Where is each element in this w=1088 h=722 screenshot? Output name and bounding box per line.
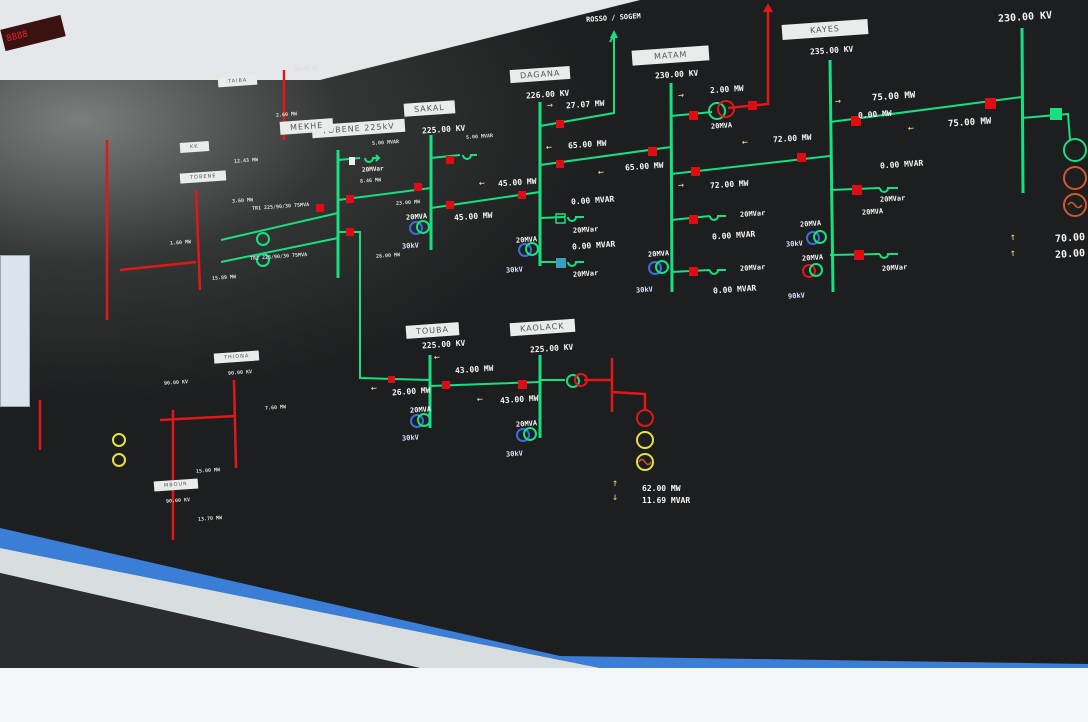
single-line-diagram <box>38 3 1087 540</box>
lv-label: 30kV <box>635 285 654 295</box>
arrow-down-icon: ↓ <box>612 492 619 503</box>
bus-kayes <box>828 59 835 293</box>
gen-kaolack-p: 62.00 MW <box>642 484 681 493</box>
ceiling-strip <box>0 0 640 80</box>
arrow-up-icon: ↑ <box>1009 231 1017 244</box>
breaker-open <box>555 213 566 224</box>
flow-arrow-left-icon: ← <box>478 177 486 190</box>
line-matam-red-out <box>727 8 770 110</box>
flow-arrow-right-icon: → <box>677 89 685 102</box>
breaker-closed-generator <box>1050 108 1062 120</box>
line-dagana-rosso <box>539 35 615 127</box>
flow-arrow-right-icon: → <box>834 95 842 108</box>
flow-arrow-left-icon: ← <box>741 136 749 149</box>
arrow-up-icon: ↑ <box>612 478 619 489</box>
flow-arrow-right-icon: → <box>677 179 685 192</box>
transformer-label: 20MVA <box>710 121 733 131</box>
transformers <box>112 100 1087 471</box>
breaker-open <box>349 157 355 165</box>
flow-arrow-right-icon: → <box>546 99 554 112</box>
lv-label: 30kV <box>401 433 420 443</box>
bus-matam <box>669 82 674 293</box>
transformer-label: 20MVA <box>799 219 822 229</box>
transformer-label: 20MVA <box>515 235 538 245</box>
breakers <box>316 98 996 389</box>
operator-dialog-window[interactable] <box>0 255 30 407</box>
gen-right-p: 70.00 <box>1054 231 1086 246</box>
line-right-gen <box>1021 112 1071 141</box>
lv-label: 30kV <box>505 265 524 275</box>
transformer-label: 20MVA <box>861 207 884 217</box>
flow-arrow-left-icon: ← <box>545 141 553 154</box>
lv-label: 90kV <box>787 291 806 301</box>
arrow-up-icon: ↑ <box>1009 247 1017 260</box>
lv-label: 30kV <box>401 241 420 251</box>
scada-wall-display: 8888 <box>0 0 1088 668</box>
transformer-label: 20MVA <box>515 419 538 429</box>
transformer-label: 20MVA <box>801 253 824 263</box>
flow-arrow-left-icon: ← <box>597 166 605 179</box>
transformer-label: 20MVA <box>405 212 428 222</box>
substation-label-kk: KK <box>179 141 209 153</box>
flow-arrow-left-icon: ← <box>476 393 484 406</box>
transformer-label: 20MVA <box>647 249 670 259</box>
breaker-maintenance <box>556 258 566 268</box>
reactors <box>364 154 898 275</box>
gen-right-q: 20.00 <box>1054 247 1086 262</box>
bus-right <box>1020 27 1025 194</box>
gen-kaolack-q: 11.69 MVAR <box>642 496 691 505</box>
flow-arrow-left-icon: ← <box>433 351 441 364</box>
lv-label: 30kV <box>505 449 524 459</box>
lv-label: 30kV <box>785 239 804 249</box>
flow-arrow-left-icon: ← <box>907 122 915 135</box>
display-frame-bottom <box>0 528 1088 668</box>
transformer-label: 20MVA <box>409 405 432 415</box>
flow-arrow-left-icon: ← <box>370 382 378 395</box>
